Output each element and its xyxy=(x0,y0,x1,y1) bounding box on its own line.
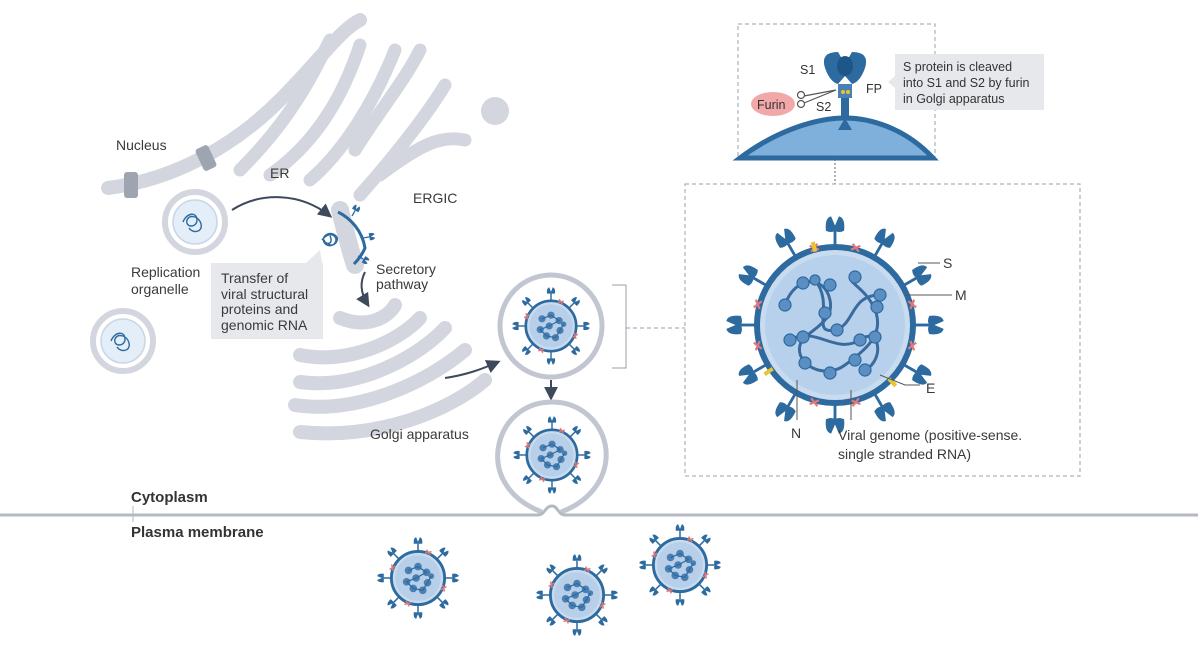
furin-enzyme xyxy=(751,92,795,116)
ergic-budding-site xyxy=(321,201,377,274)
released-virion xyxy=(536,554,618,636)
nuclear-pore-icon xyxy=(124,145,217,198)
arrow-golgi-to-vesicle xyxy=(444,360,501,379)
s2-label: S2 xyxy=(816,100,831,114)
furin-note-line3: in Golgi apparatus xyxy=(903,92,1004,106)
spike-protein-icon xyxy=(823,52,867,130)
virion-leaders xyxy=(796,262,952,420)
secretory-label-2: pathway xyxy=(376,276,428,292)
scissors-icon xyxy=(796,89,837,109)
released-virion xyxy=(639,524,721,606)
furin-note-line1: S protein is cleaved xyxy=(903,60,1012,74)
er-vesicle xyxy=(481,97,509,125)
nucleus-label: Nucleus xyxy=(116,137,167,153)
s1-label: S1 xyxy=(800,63,815,77)
virion-s-label: S xyxy=(943,255,952,271)
genomic-rna-icon xyxy=(321,232,339,247)
virion-e-label: E xyxy=(926,380,935,396)
golgi-apparatus xyxy=(288,298,492,441)
replication-organelle-2 xyxy=(90,308,156,374)
replication-organelle xyxy=(162,189,228,255)
secretory-label-1: Secretory xyxy=(376,261,436,277)
genome-label-line2: single stranded RNA) xyxy=(838,446,971,462)
replication-organelle-label-1: Replication xyxy=(131,264,200,280)
released-virion xyxy=(377,537,459,619)
transfer-line2: viral structural xyxy=(221,286,308,302)
bracket xyxy=(612,284,685,369)
furin-note-box: S protein is cleaved into S1 and S2 by f… xyxy=(888,54,1044,110)
exocytosis-vesicle xyxy=(495,399,609,515)
virion-n-label: N xyxy=(791,425,801,441)
furin-note-line2: into S1 and S2 by furin xyxy=(903,76,1030,90)
plasma-membrane xyxy=(0,504,1198,522)
transfer-line3: proteins and xyxy=(221,301,298,317)
transfer-line1: Transfer of xyxy=(221,270,288,286)
nucleocapsid-proteins xyxy=(778,270,887,380)
secretory-vesicle xyxy=(497,272,605,380)
fp-label: FP xyxy=(866,82,882,96)
genome-label-line1: Viral genome (positive-sense. xyxy=(838,427,1022,443)
envelope-proteins xyxy=(763,241,898,388)
transfer-line4: genomic RNA xyxy=(221,317,308,333)
cytoplasm-label: Cytoplasm xyxy=(131,489,208,506)
golgi-label: Golgi apparatus xyxy=(370,426,469,442)
arrow-secretory xyxy=(356,271,370,308)
furin-label: Furin xyxy=(757,98,786,112)
arrow-to-ergic xyxy=(231,196,333,218)
plasma-membrane-label: Plasma membrane xyxy=(131,524,264,541)
replication-organelle-label-2: organelle xyxy=(131,281,189,297)
er-label: ER xyxy=(270,165,289,181)
ergic-label: ERGIC xyxy=(413,190,457,206)
transfer-note-box: Transfer of viral structural proteins an… xyxy=(211,250,323,339)
er-cisternae xyxy=(233,33,472,202)
virion-m-label: M xyxy=(955,287,967,303)
virion-detail xyxy=(724,214,946,436)
nuclear-envelope xyxy=(101,13,367,198)
